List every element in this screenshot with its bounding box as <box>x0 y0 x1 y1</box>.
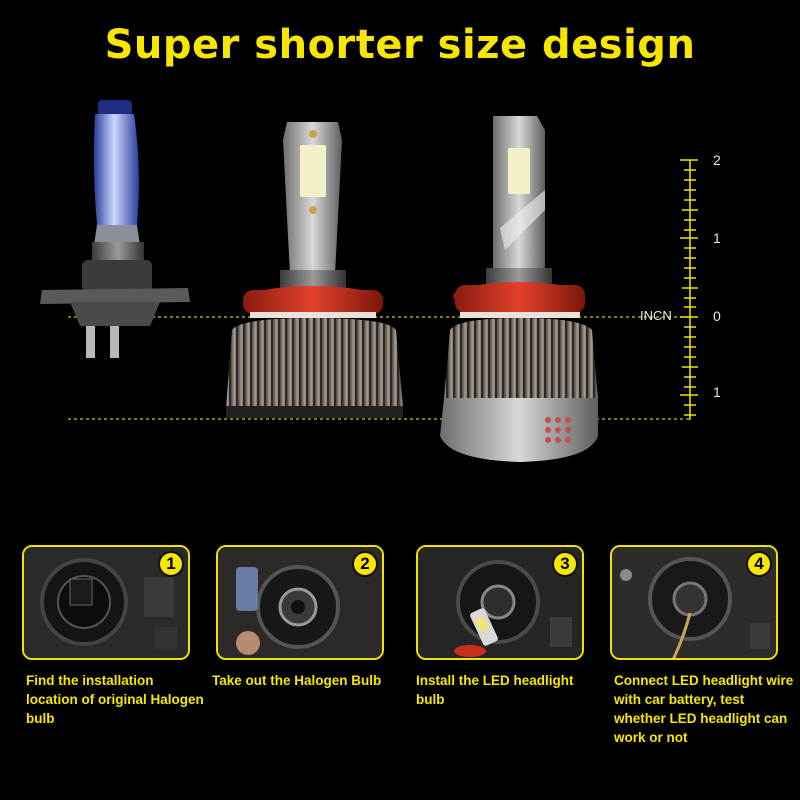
step-2-photo: 2 <box>216 545 384 660</box>
ruler-tick-label: 1 <box>713 384 721 400</box>
headline: Super shorter size design <box>104 22 696 68</box>
inch-ruler <box>680 159 698 420</box>
step-number-badge: 4 <box>746 551 772 577</box>
step-number-badge: 2 <box>352 551 378 577</box>
ruler-tick-label: 1 <box>713 230 721 246</box>
step-2-caption: Take out the Halogen Bulb <box>212 673 382 688</box>
comparison-stage: INCN 2 1 0 1 <box>0 90 800 490</box>
ruler-tick-label: 2 <box>713 152 721 168</box>
step-number-badge: 3 <box>552 551 578 577</box>
led-bulb-tall-icon <box>440 116 598 462</box>
ruler-tick-label: 0 <box>713 308 721 324</box>
step-3-caption: Install the LED headlight bulb <box>416 673 574 707</box>
step-number-badge: 1 <box>158 551 184 577</box>
step-1-caption: Find the installation location of origin… <box>26 673 204 726</box>
halogen-bulb-icon <box>40 100 190 358</box>
step-3-photo: 3 <box>416 545 584 660</box>
step-4-caption: Connect LED headlight wire with car batt… <box>614 673 794 745</box>
step-4-photo: 4 <box>610 545 778 660</box>
step-1-photo: 1 <box>22 545 190 660</box>
ruler-unit-label: INCN <box>640 308 672 323</box>
led-bulb-short-icon <box>226 122 403 418</box>
